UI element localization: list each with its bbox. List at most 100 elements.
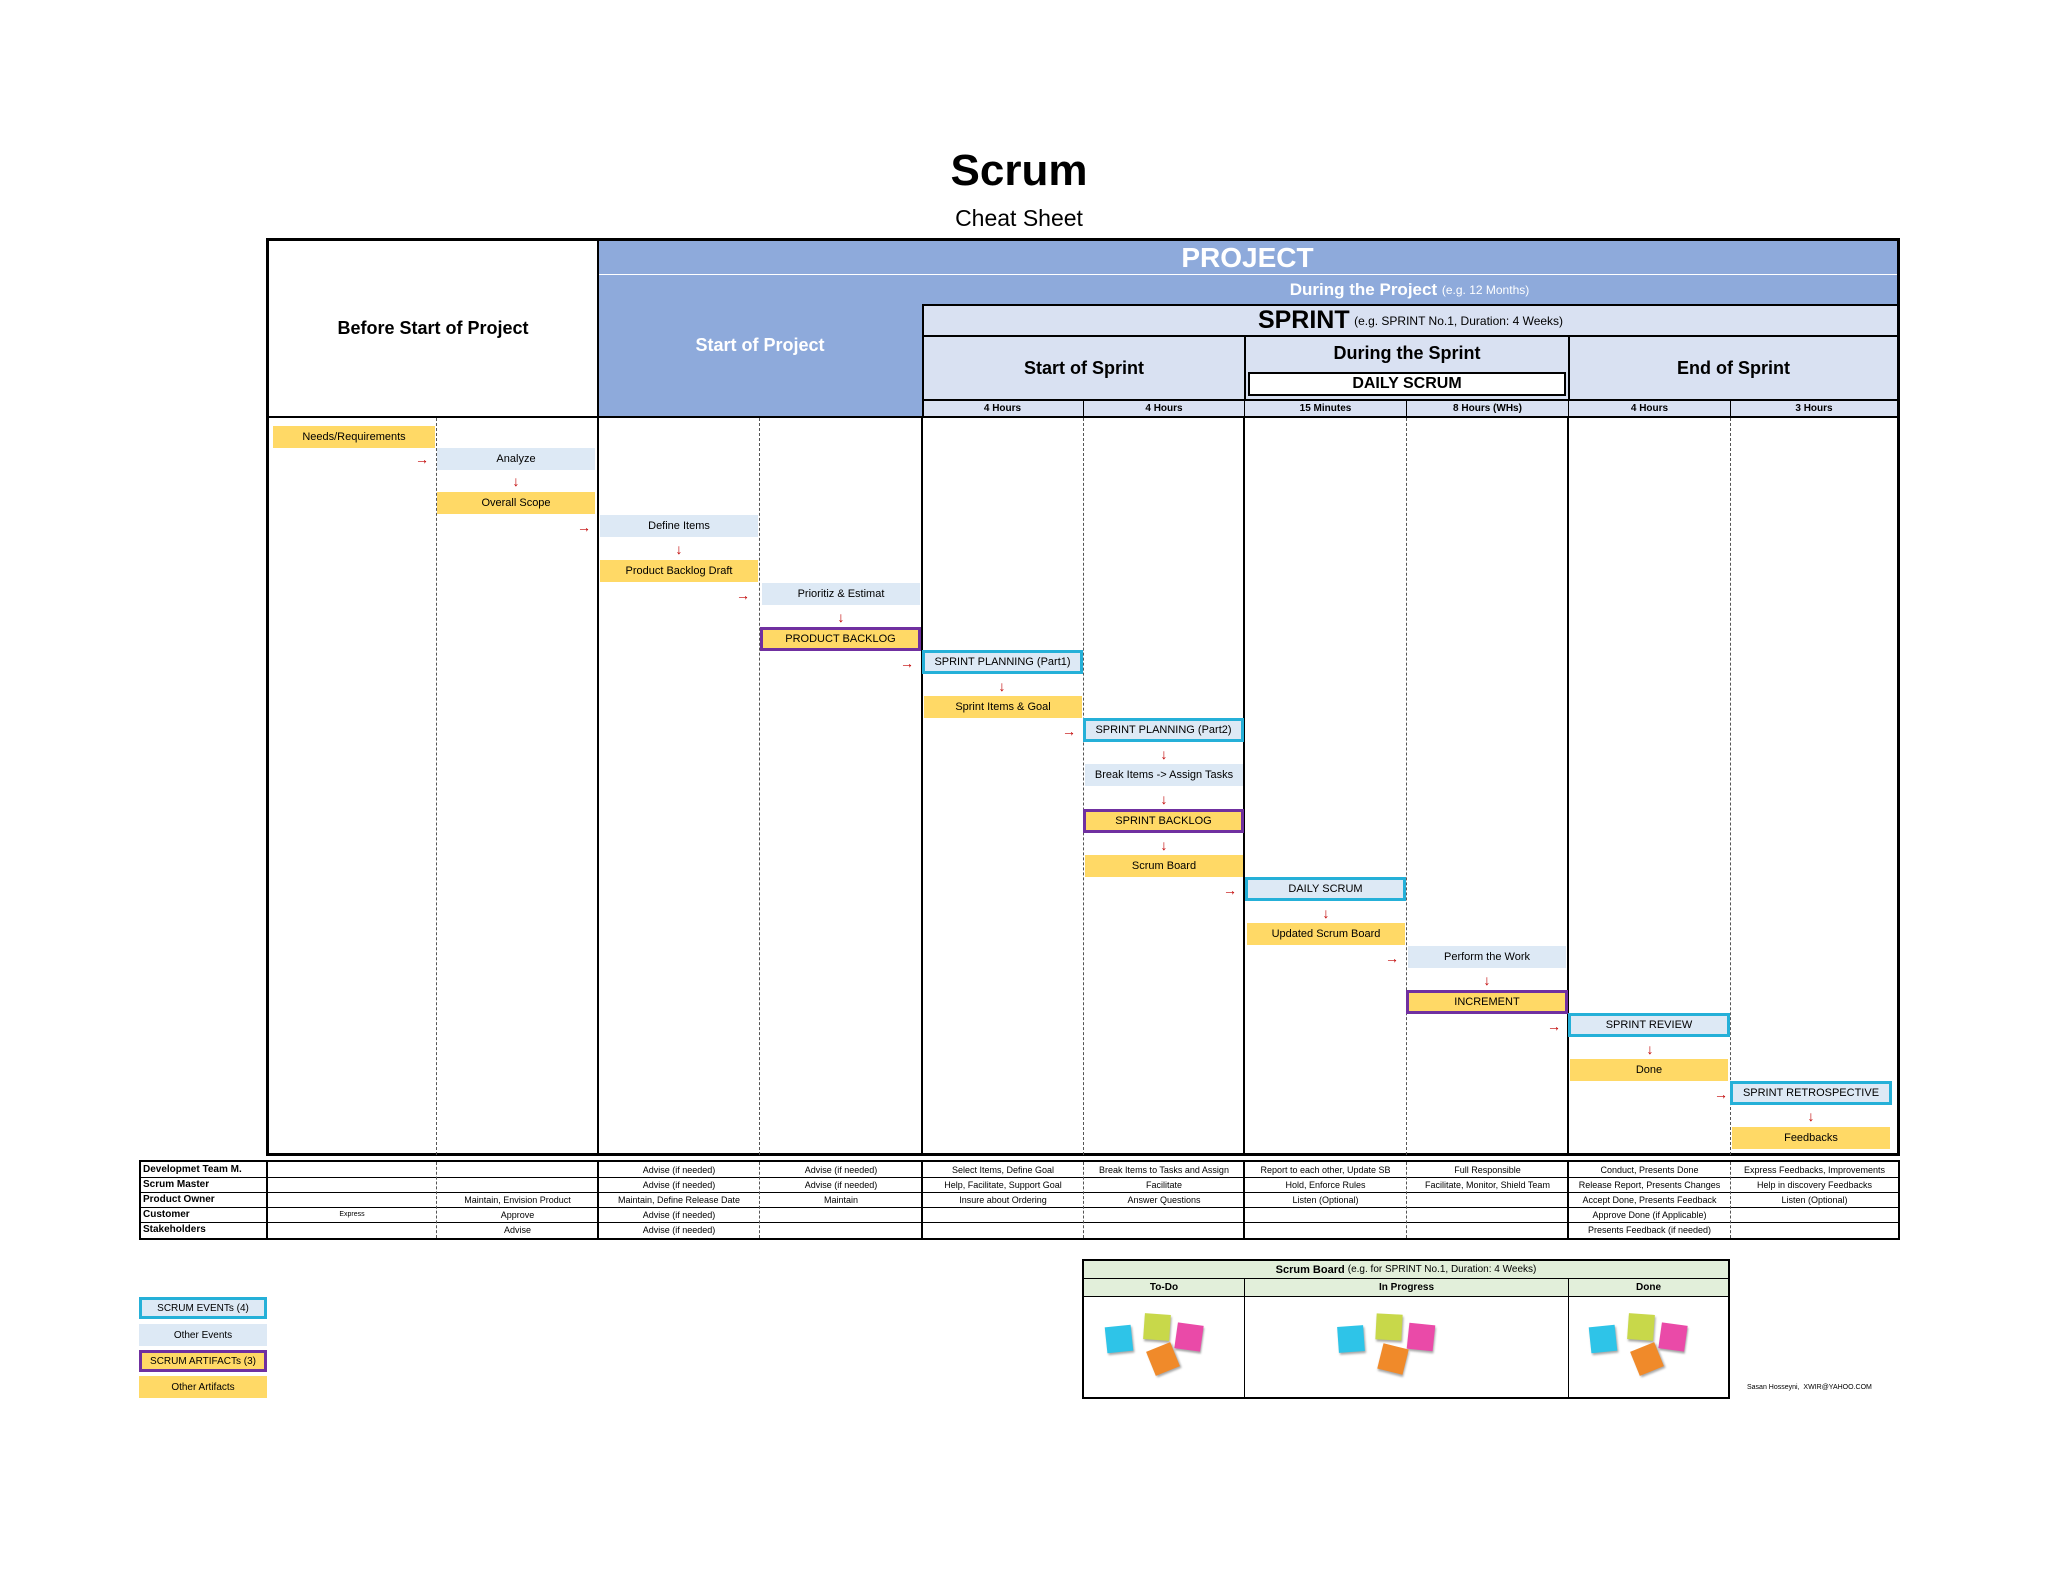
event-sprint-review: SPRINT REVIEW (1568, 1013, 1730, 1037)
column-divider (1406, 418, 1407, 1155)
role-cell: Break Items to Tasks and Assign (1099, 1164, 1229, 1175)
role-cell: Hold, Enforce Rules (1285, 1179, 1366, 1190)
role-cell (267, 1162, 437, 1177)
sticky-note-icon (1104, 1324, 1134, 1354)
role-cell: Presents Feedback (if needed) (1587, 1224, 1712, 1235)
role-cell: Select Items, Define Goal (951, 1164, 1055, 1175)
role-cell: Facilitate, Monitor, Shield Team (1425, 1179, 1550, 1190)
role-cell: Maintain (823, 1194, 859, 1205)
arrow-right-icon: → (1385, 950, 1399, 966)
footer-credit: Sasan Hosseyni, XWIR@YAHOO.COM (1747, 1384, 1872, 1391)
role-cell: Insure about Ordering (959, 1194, 1047, 1205)
arrow-right-icon: → (736, 587, 750, 603)
board-col-divider (1568, 1297, 1569, 1397)
role-cell (1407, 1222, 1568, 1237)
roles-col-divider (1730, 1162, 1731, 1238)
board-column-todo: To-Do (1084, 1279, 1244, 1297)
start-sprint-header: Start of Sprint (922, 335, 1244, 399)
duration-cell: 8 Hours (WHs) (1406, 400, 1568, 416)
roles-col-divider (921, 1162, 923, 1238)
event-sprint-planning-1: SPRINT PLANNING (Part1) (922, 650, 1083, 674)
arrow-right-icon: → (1547, 1018, 1561, 1034)
arrow-down-icon: ↓ (1646, 1041, 1654, 1057)
role-cell (267, 1177, 437, 1192)
role-cell: Express (339, 1211, 365, 1218)
role-cell (1244, 1222, 1407, 1237)
roles-row-divider (141, 1207, 1898, 1208)
duration-cell: 4 Hours (1568, 400, 1730, 416)
sticky-note-icon (1377, 1343, 1409, 1375)
end-sprint-header: End of Sprint (1568, 335, 1897, 399)
activity-updated-board: Updated Scrum Board (1247, 923, 1405, 945)
roles-row-divider (141, 1192, 1898, 1193)
sticky-note-icon (1174, 1322, 1204, 1352)
roles-row-divider (141, 1177, 1898, 1178)
arrow-right-icon: → (1714, 1086, 1728, 1102)
column-divider (921, 418, 923, 1155)
duration-cell: 4 Hours (1083, 400, 1244, 416)
artifact-increment: INCREMENT (1406, 990, 1568, 1014)
role-cell: Advise (if needed) (804, 1164, 878, 1175)
daily-scrum-header: DAILY SCRUM (1244, 369, 1568, 399)
role-cell (1407, 1207, 1568, 1222)
sticky-notes-in-progress (1332, 1310, 1452, 1390)
arrow-right-icon: → (1062, 723, 1076, 739)
role-cell: Answer Questions (1127, 1194, 1201, 1205)
role-cell (760, 1222, 922, 1237)
role-cell: Listen (Optional) (1292, 1194, 1359, 1205)
role-cell (922, 1222, 1084, 1237)
role-name: Customer (143, 1209, 190, 1220)
board-col-divider (1244, 1297, 1245, 1397)
project-header: PROJECT (598, 241, 1897, 275)
arrow-down-icon: ↓ (512, 473, 520, 489)
activity-scrum-board: Scrum Board (1085, 855, 1243, 877)
role-cell (267, 1222, 437, 1237)
role-name: Stakeholders (143, 1224, 206, 1235)
sticky-note-icon (1143, 1313, 1171, 1341)
artifact-product-backlog: PRODUCT BACKLOG (760, 627, 921, 651)
artifact-sprint-backlog: SPRINT BACKLOG (1083, 809, 1244, 833)
board-column-done: Done (1568, 1279, 1728, 1297)
roles-col-divider (759, 1162, 760, 1238)
column-divider (1243, 418, 1245, 1155)
duration-row (922, 399, 1897, 416)
roles-row-divider (141, 1222, 1898, 1223)
role-cell: Advise (if needed) (642, 1224, 716, 1235)
arrow-right-icon: → (577, 519, 591, 535)
role-cell: Approve (500, 1209, 535, 1220)
role-name: Developmet Team M. (143, 1164, 242, 1175)
role-cell (1084, 1207, 1244, 1222)
scrum-board (1082, 1259, 1730, 1399)
page-title: Scrum (950, 146, 1088, 195)
activity-sprint-items: Sprint Items & Goal (924, 696, 1082, 718)
sticky-note-icon (1337, 1325, 1365, 1353)
activity-backlog-draft: Product Backlog Draft (600, 560, 758, 582)
arrow-down-icon: ↓ (998, 678, 1006, 694)
column-divider (759, 418, 760, 1155)
board-column-in-progress: In Progress (1244, 1279, 1568, 1297)
role-cell (760, 1207, 922, 1222)
role-cell: Help, Facilitate, Support Goal (944, 1179, 1062, 1190)
sticky-notes-todo (1100, 1310, 1220, 1390)
roles-col-divider (1406, 1162, 1407, 1238)
role-name: Scrum Master (143, 1179, 210, 1190)
role-cell (437, 1162, 598, 1177)
before-start-header: Before Start of Project (337, 318, 529, 338)
arrow-down-icon: ↓ (1160, 837, 1168, 853)
activity-feedbacks: Feedbacks (1732, 1127, 1890, 1149)
arrow-right-icon: → (415, 451, 429, 467)
activity-analyze: Analyze (437, 448, 595, 470)
column-divider (597, 241, 599, 1155)
role-cell: Maintain, Define Release Date (617, 1194, 741, 1205)
sticky-note-icon (1375, 1313, 1403, 1341)
arrow-right-icon: → (900, 655, 914, 671)
role-cell: Maintain, Envision Product (464, 1194, 571, 1205)
roles-col-divider (1567, 1162, 1569, 1238)
arrow-down-icon: ↓ (837, 609, 845, 625)
column-divider (1567, 418, 1569, 1155)
role-cell: Advise (if needed) (642, 1179, 716, 1190)
role-cell (1244, 1207, 1407, 1222)
event-sprint-retrospective: SPRINT RETROSPECTIVE (1730, 1081, 1892, 1105)
role-cell: Full Responsible (1454, 1164, 1521, 1175)
role-cell: Advise (if needed) (804, 1179, 878, 1190)
